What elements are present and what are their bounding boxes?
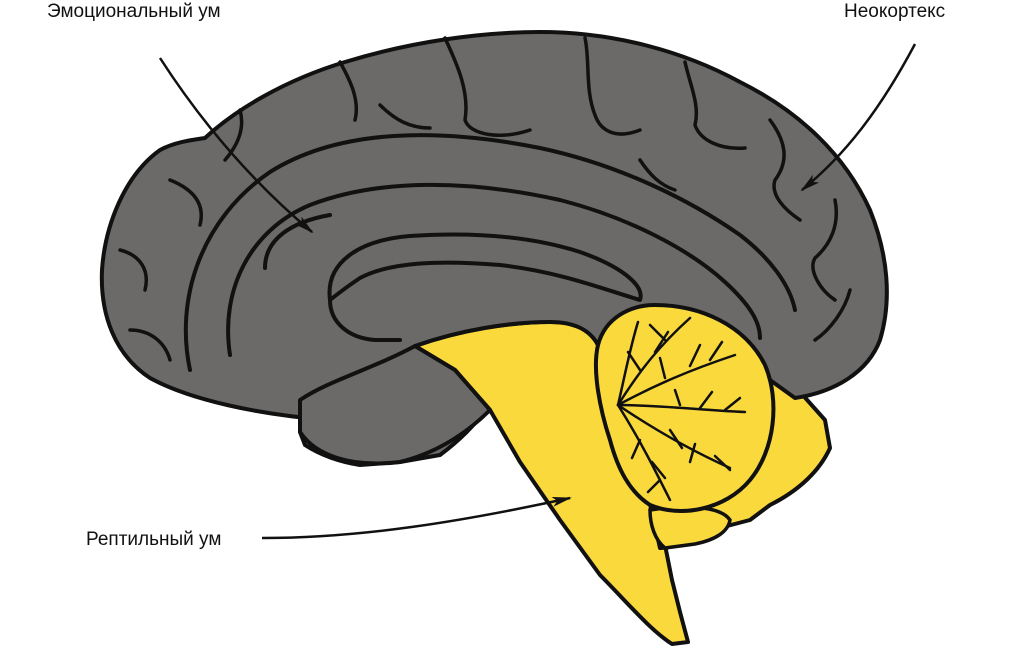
neocortex-pointer [800, 43, 917, 192]
emotional-mind-label: Эмоциональный ум [47, 1, 221, 22]
corpus-callosum-fold [327, 232, 643, 302]
cingulate-outer-fold [183, 133, 797, 372]
inner-curve-line [263, 213, 402, 342]
cerebellum-region [593, 303, 776, 513]
arbor-vitae [616, 316, 747, 502]
neocortex-label: Неокортекс [844, 1, 946, 22]
reptilian-mind-label: Рептильный ум [86, 529, 222, 550]
temporal-lobe-shape [298, 344, 492, 466]
emotional-mind-pointer [158, 57, 314, 234]
reptilian-mind-pointer [261, 496, 572, 540]
cortex-sulci [118, 36, 852, 362]
lower-lobe-shape [648, 505, 732, 550]
pointer-arrows [158, 43, 917, 540]
cingulate-inner-fold [226, 182, 762, 357]
